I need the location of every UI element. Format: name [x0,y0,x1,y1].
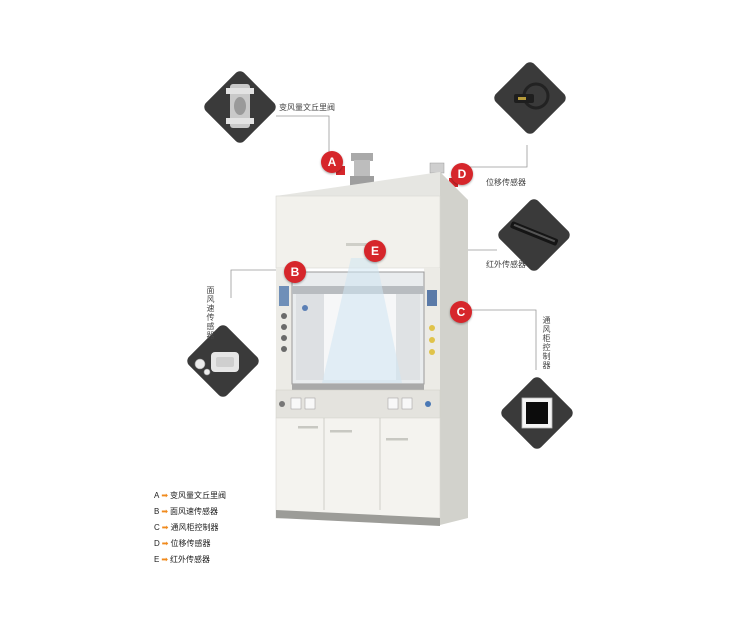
arrow-right-icon: ➡ [161,507,169,516]
fume-hood-controller-icon [521,397,553,429]
legend-label: 面风速传感器 [170,507,219,516]
legend-letter: A [154,491,160,500]
legend-letter: D [154,539,160,548]
callout-label-d: 位移传感器 [486,178,526,187]
venturi-valve-icon [226,84,254,128]
legend-item: E➡红外传感器 [154,552,226,568]
legend-item: B➡面风速传感器 [154,504,226,520]
arrow-right-icon: ➡ [161,539,169,548]
legend-letter: E [154,555,160,564]
infrared-sensor-icon [510,221,559,246]
legend-item: A➡变风量文丘里阀 [154,488,226,504]
diamond-infrared-sensor [498,199,570,271]
callout-label-c: 通风柜控制器 [542,316,551,370]
diamond-venturi-valve [204,71,276,143]
diamond-displacement-sensor [494,62,566,134]
callout-label-e: 红外传感器 [486,260,526,269]
marker-d: D [449,163,473,187]
legend-item: C➡通风柜控制器 [154,520,226,536]
callout-label-b: 面风速传感器 [206,286,215,340]
callout-label-a: 变风量文丘里阀 [279,103,335,112]
marker-c: C [448,301,472,325]
marker-e: E [364,238,388,262]
arrow-right-icon: ➡ [161,491,169,500]
legend-label: 变风量文丘里阀 [170,491,227,500]
legend-label: 红外传感器 [170,555,211,564]
displacement-sensor-icon [514,82,550,110]
legend-item: D➡位移传感器 [154,536,226,552]
diamond-face-velocity-sensor [187,325,259,397]
legend-label: 通风柜控制器 [170,523,219,532]
left-control-panel [279,286,289,352]
face-velocity-sensor-icon [194,352,239,376]
legend: A➡变风量文丘里阀 B➡面风速传感器 C➡通风柜控制器 D➡位移传感器 E➡红外… [154,488,226,568]
diamond-fume-hood-controller [501,377,573,449]
right-control-panel [427,290,437,355]
marker-a: A [321,151,345,175]
legend-letter: C [154,523,160,532]
fume-hood-cabinet [275,153,468,526]
arrow-right-icon: ➡ [161,523,169,532]
marker-b: B [284,259,308,283]
legend-label: 位移传感器 [170,539,211,548]
legend-letter: B [154,507,160,516]
arrow-right-icon: ➡ [161,555,169,564]
